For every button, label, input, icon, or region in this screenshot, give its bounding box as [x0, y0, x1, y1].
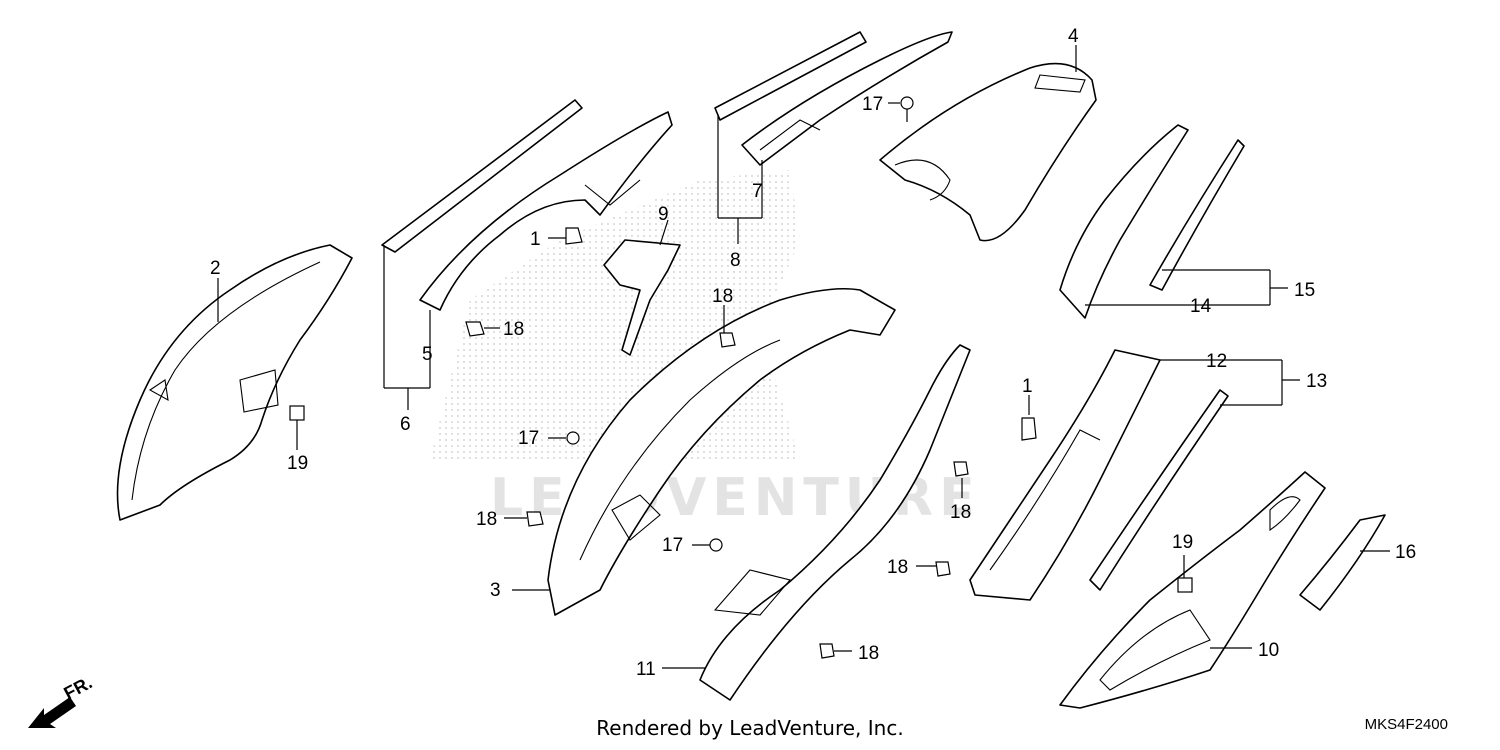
callout-11: 11	[636, 659, 656, 680]
callout-labels: 2 1 5 6 18 9 7 8 4 17 15 14 12 13 1 18 1…	[210, 26, 1416, 680]
callout-16: 16	[1395, 542, 1416, 563]
callout-1-right: 1	[1022, 376, 1033, 397]
part-19-clip-left[interactable]	[289, 405, 305, 421]
callout-17-top: 17	[862, 94, 883, 115]
callout-3: 3	[490, 580, 501, 601]
callout-19-right: 19	[1172, 532, 1193, 553]
part-18-bolt-d[interactable]	[953, 461, 969, 477]
part-18-bolt-b[interactable]	[719, 332, 736, 348]
callout-19-left: 19	[287, 453, 308, 474]
callout-14: 14	[1190, 296, 1212, 317]
callout-6: 6	[400, 414, 411, 435]
callout-18-b: 18	[712, 286, 733, 307]
part-11-middle-panel[interactable]	[699, 344, 971, 701]
part-2-side-cover[interactable]	[116, 244, 353, 521]
callout-18-d: 18	[950, 502, 971, 523]
diagram-code: MKS4F2400	[1364, 716, 1448, 733]
part-18-bolt-a[interactable]	[465, 321, 485, 337]
part-18-bolt-c[interactable]	[526, 511, 544, 527]
part-8-upper-strip[interactable]	[714, 31, 867, 121]
front-label: FR.	[60, 672, 95, 703]
part-16-small-trim[interactable]	[1299, 514, 1386, 611]
callout-15: 15	[1294, 280, 1315, 301]
part-1-clip-right[interactable]	[1021, 417, 1037, 441]
callout-13: 13	[1306, 371, 1327, 392]
part-17-screw-mid[interactable]	[709, 538, 723, 552]
callout-18-c: 18	[476, 509, 497, 530]
callout-18-f: 18	[887, 557, 908, 578]
callout-7: 7	[752, 181, 763, 202]
callout-17-mid: 17	[662, 535, 683, 556]
callout-8: 8	[730, 250, 741, 271]
render-credit: Rendered by LeadVenture, Inc.	[596, 716, 904, 740]
callout-2: 2	[210, 258, 221, 279]
part-5-upper-strip[interactable]	[381, 99, 583, 253]
callout-18-a: 18	[503, 319, 524, 340]
part-1-clip-upper[interactable]	[565, 227, 583, 245]
part-6-upper-cover[interactable]	[419, 111, 673, 311]
callout-12: 12	[1206, 351, 1227, 372]
callout-17-left: 17	[518, 428, 539, 449]
callout-9: 9	[658, 204, 669, 225]
part-13-right-strip[interactable]	[1089, 389, 1229, 591]
part-7-upper-cover[interactable]	[741, 31, 953, 166]
callout-18-e: 18	[858, 643, 879, 664]
part-9-bracket[interactable]	[603, 239, 681, 356]
part-15-upper-trim-strip[interactable]	[1149, 139, 1245, 291]
part-12-right-panel[interactable]	[969, 349, 1161, 601]
callout-5: 5	[422, 344, 433, 365]
part-4-rear-cowl[interactable]	[879, 62, 1097, 242]
front-arrow-icon	[28, 697, 76, 728]
part-14-upper-trim[interactable]	[1059, 124, 1189, 319]
part-18-bolt-e[interactable]	[819, 643, 835, 659]
callout-1-upper: 1	[530, 229, 541, 250]
part-3-lower-panel[interactable]	[547, 287, 896, 616]
callout-4: 4	[1068, 26, 1079, 47]
part-18-bolt-f[interactable]	[935, 561, 951, 577]
part-19-clip-right[interactable]	[1177, 577, 1193, 593]
callout-10: 10	[1258, 640, 1279, 661]
leader-lines	[217, 45, 1390, 669]
part-17-screw-left[interactable]	[566, 431, 580, 445]
part-17-screw-top[interactable]	[900, 96, 914, 122]
